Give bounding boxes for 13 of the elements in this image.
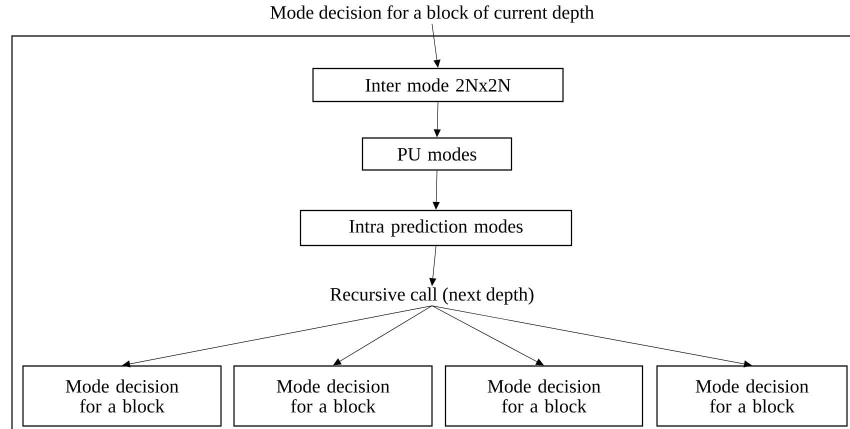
process-box: Mode decision for a block — [233, 365, 433, 427]
process-box: Inter mode 2Nx2N — [312, 68, 564, 102]
process-box: Mode decision for a block — [656, 365, 848, 427]
text-label: Mode decision for a block of current depth — [268, 4, 596, 24]
process-box: Mode decision for a block — [22, 365, 222, 427]
text-label: Recursive call (next depth) — [328, 286, 536, 306]
process-box: Intra prediction modes — [300, 210, 572, 246]
arrow — [333, 305, 432, 366]
arrow — [432, 305, 544, 366]
process-box: PU modes — [362, 137, 512, 171]
arrow — [122, 305, 432, 368]
arrow — [432, 305, 752, 368]
process-box: Mode decision for a block — [444, 365, 644, 427]
